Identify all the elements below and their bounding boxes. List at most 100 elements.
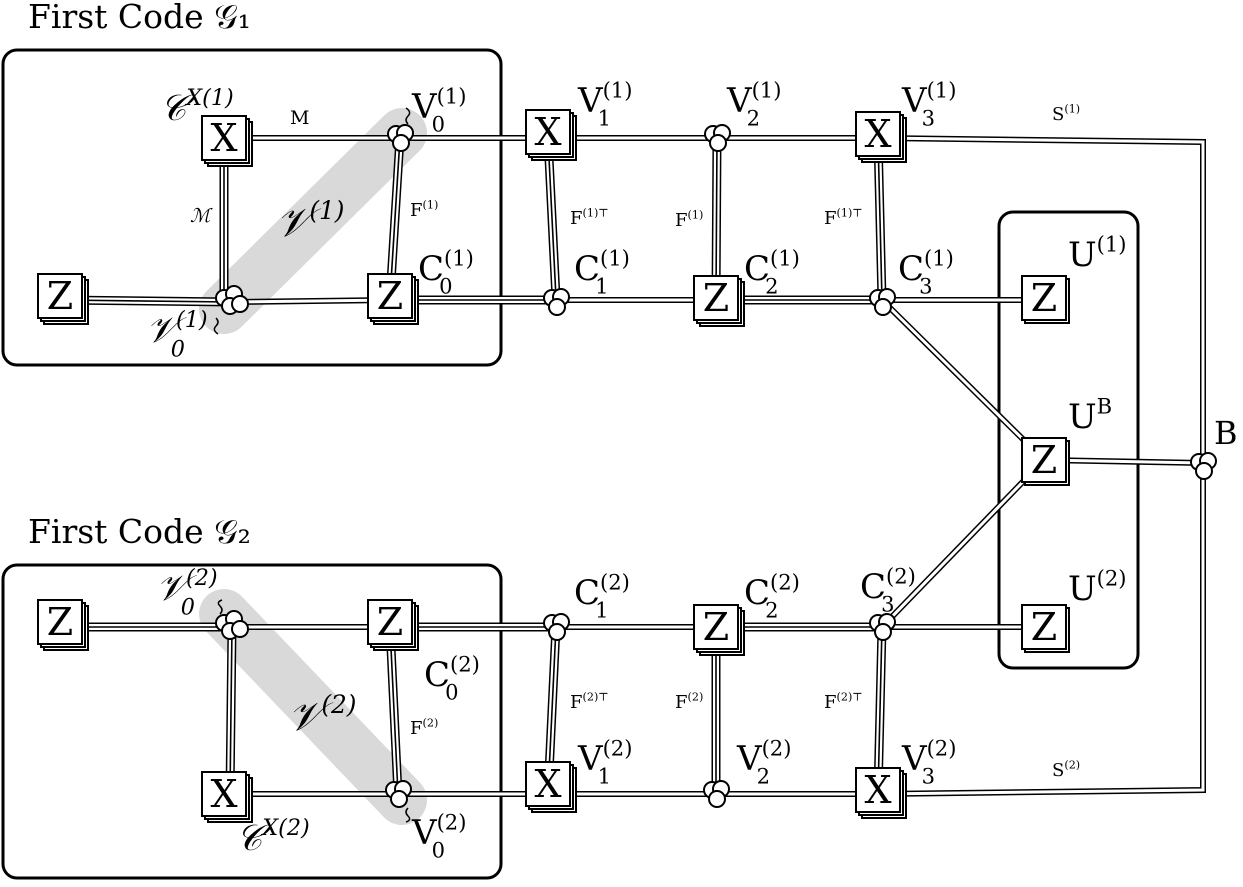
label-v1_2-base: V: [577, 739, 604, 779]
label-f2t-base: F: [824, 692, 837, 713]
code-box-1: [1, 48, 503, 367]
grey-band-v1: [199, 108, 427, 334]
tensor-c0-2: Z: [367, 599, 419, 651]
label-c0_1: C(1)0: [418, 246, 474, 299]
label-v3_2: V(2) 3: [901, 736, 956, 789]
tensor-v1-1-letter: X: [534, 110, 561, 154]
label-v0_2-sub: 0: [432, 838, 445, 863]
label-v2_2: V(2) 2: [736, 736, 791, 789]
grey-band-v2: [199, 589, 427, 825]
label-f2-sup: (2): [688, 690, 704, 703]
label-s1-sup: (1): [1064, 102, 1080, 115]
label-v0_2: V(2)0: [411, 810, 466, 863]
squiggle-v0-2: [405, 807, 411, 823]
label-ub-base: U: [1068, 397, 1097, 437]
label-f2t-base: F: [570, 692, 583, 713]
label-c0_1-sup: (1): [444, 246, 474, 271]
label-c0_2: C(2)0: [424, 652, 480, 705]
label-v2_1: V(1) 2: [726, 78, 781, 131]
code-box-2: [1, 563, 503, 880]
label-cal_v0_2-sub: 0: [181, 594, 195, 620]
label-s2: S(2): [1052, 758, 1080, 781]
edge-calv0-to-c0-1: [231, 297, 391, 305]
label-c1_1-sup: (1): [600, 246, 630, 271]
label-v1_1-sub: 1: [598, 106, 611, 131]
tensor-u1: Z: [1021, 275, 1070, 324]
label-v2_1-sub: 2: [747, 106, 760, 131]
background-layer: [1, 48, 1140, 880]
label-v2_2-sup: (2): [762, 736, 792, 761]
copy-v0-2: [385, 780, 412, 808]
label-f2-sup: (2): [423, 716, 439, 729]
label-c2_2: C(2)2: [744, 570, 800, 623]
label-c1_2-sup: (2): [600, 570, 630, 595]
edge-f1-vertical-c2: [711, 137, 722, 299]
label-v3_2-sub: 3: [922, 764, 935, 789]
label-s1: S(1): [1052, 102, 1080, 125]
label-v1_1: V(1)1: [577, 78, 632, 131]
label-c1_1: C(1)1: [574, 246, 630, 299]
label-v0_2-base: V: [411, 813, 438, 853]
copy-v2-1: [704, 124, 731, 152]
label-u1-sup: (1): [1097, 232, 1127, 257]
tensor-z-left-1-letter: Z: [47, 274, 73, 318]
copy-v0-1: [387, 124, 414, 152]
label-v2_2-base: V: [736, 739, 763, 779]
tensor-c2-2: Z: [693, 604, 745, 656]
copy-c1-2: [543, 613, 570, 641]
label-ub-sup: B: [1097, 394, 1113, 419]
label-c2_2-sub: 2: [765, 598, 778, 623]
label-v0_1-sub: 0: [432, 112, 445, 137]
label-v2_1-sup: (1): [752, 78, 782, 103]
edge-f1-vertical-c0: [385, 137, 405, 299]
label-v3_1-sub: 3: [922, 106, 935, 131]
title-first-code-g2: First Code 𝒢₂: [28, 512, 251, 551]
copy-v2-2: [703, 780, 730, 808]
label-f2-base: F: [675, 692, 688, 713]
label-c0_1-sub: 0: [439, 274, 452, 299]
label-v3_2-sup: (2): [927, 736, 957, 761]
label-f1t-base: F: [570, 208, 583, 229]
squiggle-calv0-1: [213, 317, 219, 335]
label-f1t: F(1)⊤: [570, 206, 609, 229]
tensor-ub-letter: Z: [1031, 438, 1057, 482]
label-f1-base: F: [410, 200, 423, 221]
label-v2_2-sub: 2: [757, 764, 770, 789]
label-cal_v0_1-sub: 0: [171, 336, 185, 362]
label-c3_1-sup: (1): [924, 246, 954, 271]
tensor-v1-1: X: [525, 109, 577, 161]
label-f1-sup: (1): [688, 208, 704, 221]
title-first-code-g1: First Code 𝒢₁: [28, 0, 251, 36]
label-v0_1-base: V: [411, 87, 438, 127]
label-c0_2-base: C: [424, 655, 450, 695]
tensor-c2-2-letter: Z: [703, 605, 729, 649]
edge-f1t-vertical-c1: [543, 137, 561, 299]
tensor-v3-1-letter: X: [864, 112, 891, 156]
tensor-cx2: X: [201, 771, 253, 823]
tensor-c2-1-letter: Z: [703, 276, 729, 320]
tensor-z-left-1: Z: [37, 273, 89, 325]
edge-f2t-vertical-c3: [873, 626, 887, 795]
label-v2_1-base: V: [726, 81, 753, 121]
edge-ub-to-b: [1043, 457, 1204, 466]
label-ub: UB: [1068, 394, 1112, 437]
label-c3_2-sub: 3: [881, 592, 894, 617]
label-v3_2-base: V: [901, 739, 928, 779]
label-u2: U(2): [1068, 566, 1127, 609]
label-cal_v2: 𝒱(2): [288, 690, 356, 740]
copy-c3-2: [869, 613, 896, 641]
tensor-v3-1: X: [855, 111, 907, 163]
label-u1: U(1): [1068, 232, 1127, 275]
label-c3_2-base: C: [860, 567, 886, 607]
tensor-z-left-2-letter: Z: [47, 600, 73, 644]
tensor-c0-2-letter: Z: [377, 600, 403, 644]
copy-c3-1: [869, 288, 896, 316]
label-v1_1-base: V: [577, 81, 604, 121]
label-c1_2-sub: 1: [595, 598, 608, 623]
label-v1_2-sub: 1: [598, 764, 611, 789]
label-c_x1-sup: X(1): [184, 85, 234, 111]
label-c3_2-sup: (2): [886, 564, 916, 589]
